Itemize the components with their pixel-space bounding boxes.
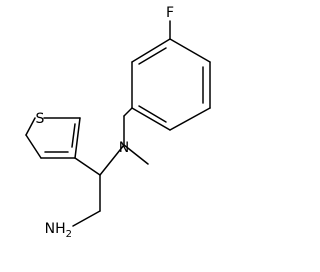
amine-subscript: 2 — [66, 229, 72, 240]
molecule-structure: F N S NH2 — [25, 5, 211, 240]
amine-nh-text: NH — [45, 221, 66, 237]
fluorine-atom-label: F — [166, 5, 174, 21]
amine-atom-label: NH2 — [45, 221, 72, 240]
atom-labels: F N S NH2 — [36, 5, 174, 240]
nitrogen-atom-label: N — [119, 140, 129, 156]
sulfur-atom-label: S — [36, 111, 45, 127]
bond-lines — [25, 20, 211, 227]
